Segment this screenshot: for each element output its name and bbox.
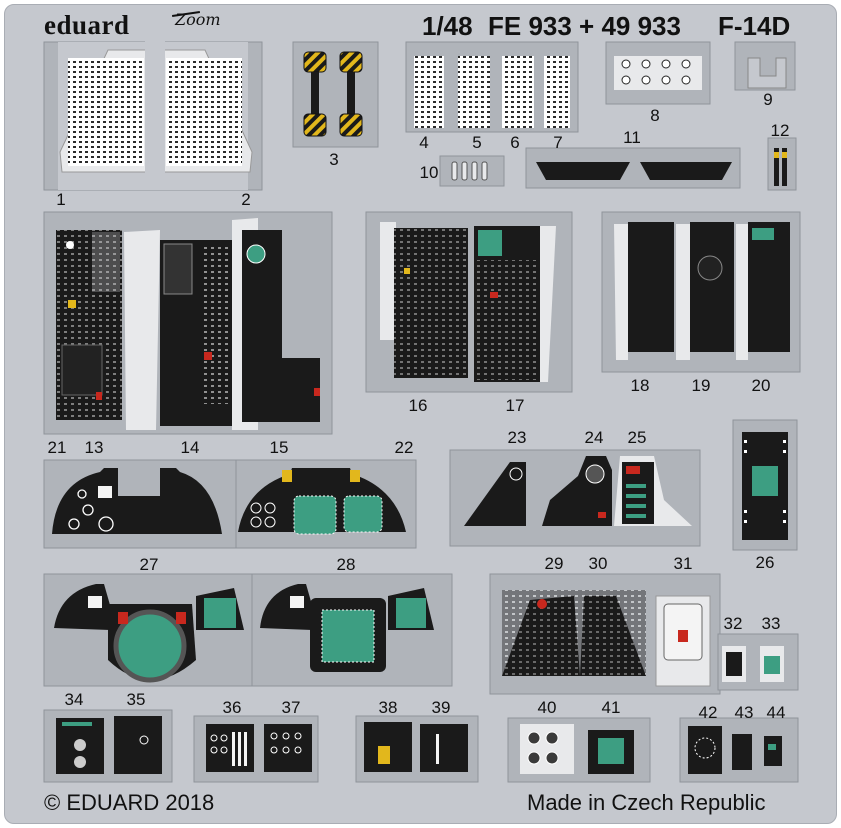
part-number-27: 27 [139, 555, 159, 574]
part-number-17: 17 [505, 396, 525, 415]
part-number-21: 21 [47, 438, 67, 457]
catalog-number: FE 933 + 49 933 [488, 11, 681, 41]
part-number-23: 23 [507, 428, 527, 447]
part-8-panel [605, 41, 711, 105]
part-number-4: 4 [419, 133, 429, 152]
part-18-20-panels [601, 211, 801, 373]
part-number-14: 14 [180, 438, 200, 457]
part-number-40: 40 [537, 698, 557, 717]
part-number-41: 41 [601, 698, 621, 717]
part-number-8: 8 [650, 106, 660, 125]
part-number-30: 30 [588, 554, 608, 573]
part-number-28: 28 [336, 555, 356, 574]
brand-logo: eduard [44, 10, 130, 40]
part-number-33: 33 [761, 614, 781, 633]
part-number-32: 32 [723, 614, 743, 633]
part-number-31: 31 [673, 554, 693, 573]
part-10-strip [439, 155, 505, 187]
part-number-38: 38 [378, 698, 398, 717]
part-number-42: 42 [698, 703, 718, 722]
part-number-12: 12 [770, 121, 790, 140]
part-number-22: 22 [394, 438, 414, 457]
part-number-24: 24 [584, 428, 604, 447]
part-13-15-consoles [43, 211, 333, 435]
part-number-39: 39 [431, 698, 451, 717]
part-number-26: 26 [755, 553, 775, 572]
part-21-panel [43, 459, 237, 549]
part-number-34: 34 [64, 690, 84, 709]
part-number-16: 16 [408, 396, 428, 415]
part-number-18: 18 [630, 376, 650, 395]
part-40-41-panels [507, 717, 651, 783]
part-number-20: 20 [751, 376, 771, 395]
part-number-11: 11 [623, 128, 641, 147]
part-4-7-panels [405, 41, 579, 133]
part-number-13: 13 [84, 438, 104, 457]
part-34-35-panels [43, 709, 173, 783]
part-22-panel [235, 459, 417, 549]
part-9-bracket [734, 41, 796, 91]
copyright-notice: © EDUARD 2018 [44, 790, 215, 815]
part-number-2: 2 [241, 190, 251, 209]
part-27-panel [43, 573, 289, 687]
part-number-6: 6 [510, 133, 520, 152]
part-number-9: 9 [763, 90, 773, 109]
part-number-43: 43 [734, 703, 754, 722]
part-11-glareshield [525, 147, 741, 189]
part-16-17-panels [365, 211, 573, 393]
part-36-37-panels [193, 715, 319, 783]
part-38-39-panels [355, 715, 479, 783]
part-number-36: 36 [222, 698, 242, 717]
part-number-10: 10 [419, 163, 439, 182]
part-number-29: 29 [544, 554, 564, 573]
part-number-3: 3 [329, 150, 339, 169]
part-26-display [732, 419, 798, 551]
part-number-1: 1 [56, 190, 66, 209]
origin-notice: Made in Czech Republic [527, 790, 766, 815]
part-number-15: 15 [269, 438, 289, 457]
part-number-35: 35 [126, 690, 146, 709]
model-name: F-14D [718, 11, 791, 41]
scale-label: 1/48 [422, 11, 473, 41]
part-12-tabs [767, 137, 797, 191]
part-32-33-screens [717, 633, 799, 691]
part-number-25: 25 [627, 428, 647, 447]
part-number-5: 5 [472, 133, 482, 152]
part-number-7: 7 [553, 133, 563, 152]
part-number-19: 19 [691, 376, 711, 395]
part-29-31-panels [489, 573, 721, 695]
part-3-handles [292, 41, 379, 148]
part-23-25-panels [449, 449, 701, 547]
part-number-37: 37 [281, 698, 301, 717]
part-28-panel [251, 573, 453, 687]
part-number-44: 44 [766, 703, 786, 722]
series-logo: Zoom [175, 10, 221, 29]
part-42-44-panels [679, 717, 799, 783]
part-1-2-frame [43, 40, 263, 191]
